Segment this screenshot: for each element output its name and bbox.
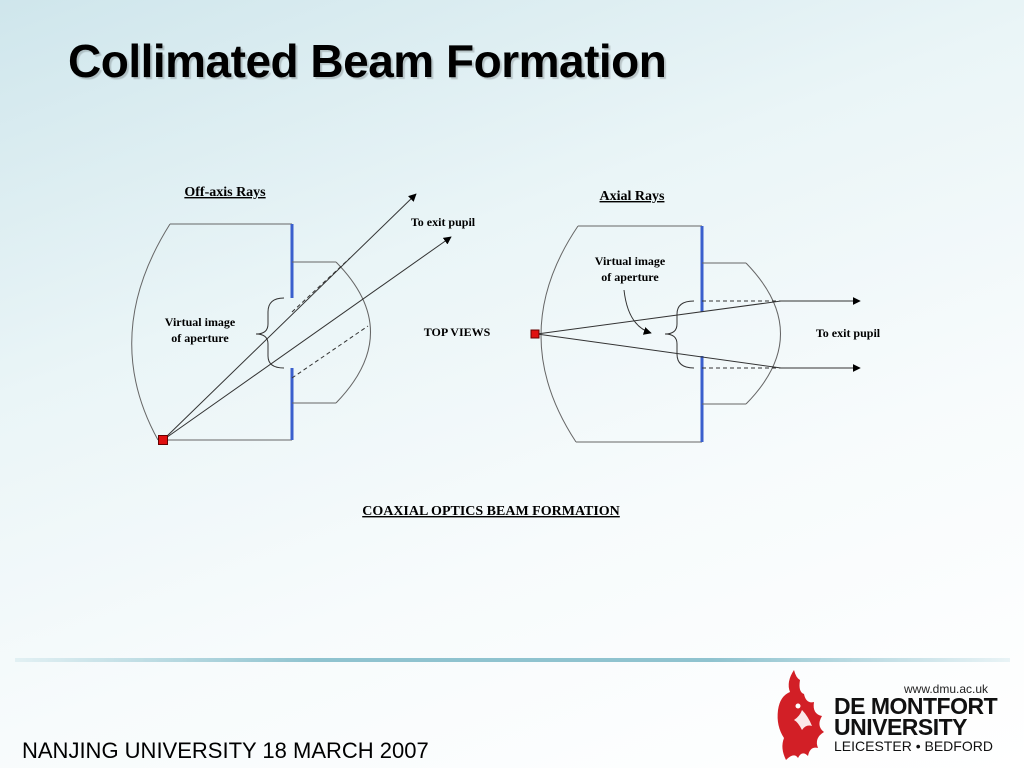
right-mirror-curve <box>745 262 781 405</box>
logo-line1: DE MONTFORT <box>834 693 998 719</box>
footer-text: NANJING UNIVERSITY 18 MARCH 2007 <box>22 738 429 763</box>
left-heading: Off-axis Rays <box>184 185 266 200</box>
logo-line3: LEICESTER • BEDFORD <box>834 738 993 754</box>
left-dashed-upper <box>291 257 351 313</box>
left-virtual-line1: Virtual image <box>165 315 236 329</box>
off-axis-diagram: Off-axis Rays To exit pupil Virtual imag… <box>131 185 476 445</box>
diagram-caption: COAXIAL OPTICS BEAM FORMATION <box>362 504 620 519</box>
left-outer-lens-curve <box>131 223 171 441</box>
left-source-point <box>158 435 168 445</box>
axial-diagram: Axial Rays Virtual image of aperture To … <box>530 189 881 443</box>
right-brace <box>664 300 695 369</box>
left-mirror-curve <box>335 261 371 404</box>
left-brace <box>255 297 285 369</box>
right-heading: Axial Rays <box>600 189 666 204</box>
right-outer-lens-curve <box>540 225 579 443</box>
dmu-logo[interactable]: www.dmu.ac.uk DE MONTFORT UNIVERSITY LEI… <box>772 666 1012 766</box>
left-exit-label: To exit pupil <box>411 215 476 229</box>
top-views-label: TOP VIEWS <box>424 325 491 339</box>
right-virtual-line2: of aperture <box>601 270 659 284</box>
right-virtual-line1: Virtual image <box>595 254 666 268</box>
left-ray-lower <box>162 236 452 441</box>
left-virtual-line2: of aperture <box>171 331 229 345</box>
footer-divider <box>15 658 1010 662</box>
right-pointer-arrow <box>623 289 652 335</box>
left-dashed-lower <box>291 325 369 379</box>
logo-url: www.dmu.ac.uk <box>904 682 989 696</box>
right-ray-lower <box>536 333 782 369</box>
logo-line2: UNIVERSITY <box>834 714 968 740</box>
right-exit-label: To exit pupil <box>816 326 881 340</box>
slide-title: Collimated Beam Formation <box>68 35 667 87</box>
left-ray-upper <box>162 193 417 441</box>
right-source-point <box>530 329 540 339</box>
dmu-lion-icon <box>777 670 824 760</box>
right-ray-upper <box>536 300 782 335</box>
